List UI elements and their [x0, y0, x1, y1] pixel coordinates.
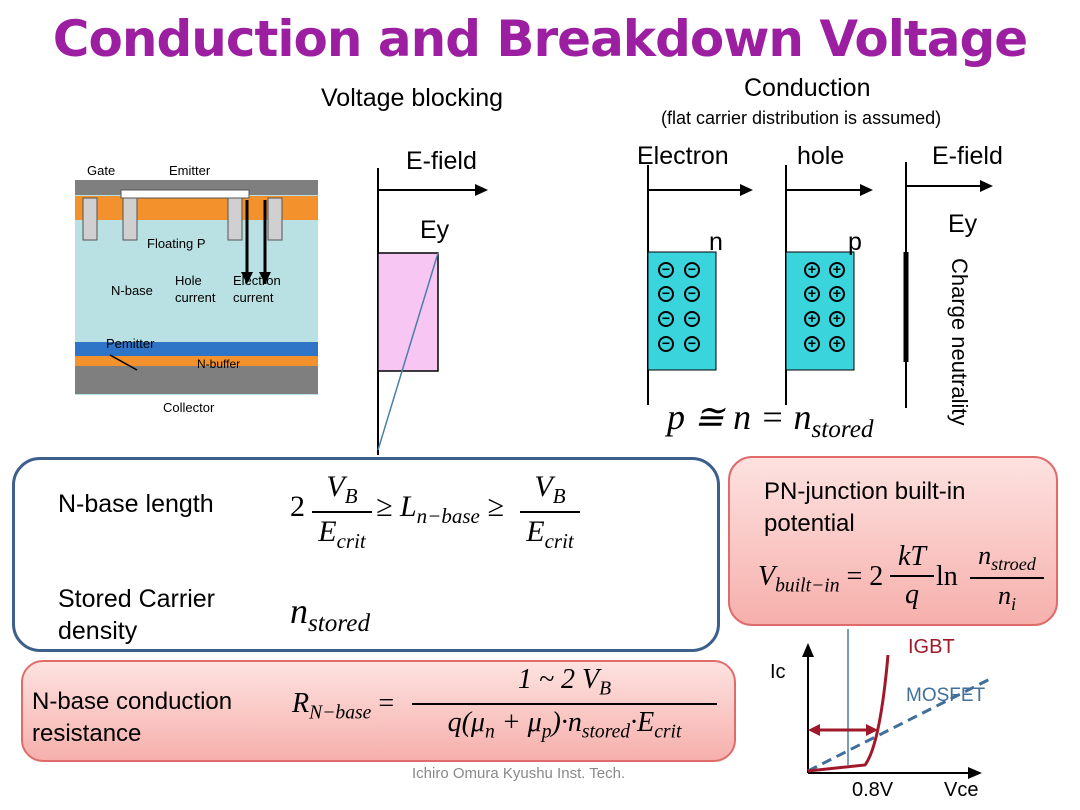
nbase-length-label: N-base length [58, 490, 214, 518]
igbt-label: IGBT [908, 636, 955, 658]
resistance-fraction: 1 ~ 2 VB q(μn + μp)·nstored·Ecrit [412, 664, 717, 743]
pemitter-label: Pemitter [106, 336, 155, 351]
charge-neutrality-label: Charge neutrality [947, 258, 972, 426]
electron-label: Electron [637, 142, 729, 170]
resistance-label: N-base conduction resistance [32, 688, 233, 747]
n-buffer-label: N-buffer [197, 357, 241, 371]
v08-label: 0.8V [852, 779, 894, 801]
emitter-label: Emitter [169, 163, 211, 178]
ln-symbol: ln [936, 561, 958, 592]
vb-over-ecrit-2: VB Ecrit [520, 470, 580, 554]
length-inequality: ≥ Ln−base ≥ [376, 490, 504, 528]
n-base-label: N-base [111, 283, 153, 298]
vb-over-ecrit-1: VB Ecrit [312, 470, 372, 554]
conduction-efield-label: E-field [932, 142, 1003, 170]
footer-credit: Ichiro Omura Kyushu Inst. Tech. [412, 765, 626, 782]
page-title: Conduction and Breakdown Voltage [52, 10, 1028, 68]
gate-label: Gate [87, 163, 116, 178]
hole-current-label: Hole current [175, 273, 216, 305]
electron-current-label: Electron current [233, 273, 281, 305]
collector-label: Collector [163, 400, 215, 415]
blocking-efield-label: E-field [406, 147, 477, 175]
blocking-ey-label: Ey [420, 216, 450, 244]
pn-junction-label: PN-junction built-in potential [764, 478, 966, 537]
voltage-blocking-header: Voltage blocking [321, 84, 504, 112]
vce-axis-label: Vce [944, 779, 979, 801]
ic-axis-label: Ic [770, 661, 786, 683]
igbt-cross-section: Gate Emitter Floating P N-base Hole curr… [75, 160, 320, 420]
nstroed-over-ni: nstroed ni [970, 541, 1044, 615]
n-label: n [709, 228, 723, 256]
resistance-lhs: RN−base = [292, 688, 395, 724]
p-label: p [848, 228, 862, 256]
conduction-diagram [647, 162, 993, 408]
conduction-ey-label: Ey [948, 210, 978, 238]
nbase-panel [12, 457, 720, 652]
pn-equation: p ≅ n = nstored [667, 397, 874, 444]
device-diagram [75, 180, 318, 395]
mosfet-label: MOSFET [906, 685, 986, 706]
blocking-field-diagram [377, 168, 488, 455]
pn-junction-panel [728, 456, 1058, 626]
floating-p-label: Floating P [147, 236, 206, 251]
conduction-header: Conduction [744, 74, 871, 102]
conduction-subheader: (flat carrier distribution is assumed) [661, 108, 942, 128]
vbuiltin-lhs: Vbuilt−in = 2 [758, 561, 884, 597]
nstored-symbol: nstored [290, 591, 371, 638]
iv-curve-plot [802, 629, 991, 779]
hole-label: hole [797, 142, 845, 170]
coef-2: 2 [290, 490, 305, 523]
stored-density-label: Stored Carrier density [58, 585, 215, 645]
resistance-panel [21, 660, 736, 762]
